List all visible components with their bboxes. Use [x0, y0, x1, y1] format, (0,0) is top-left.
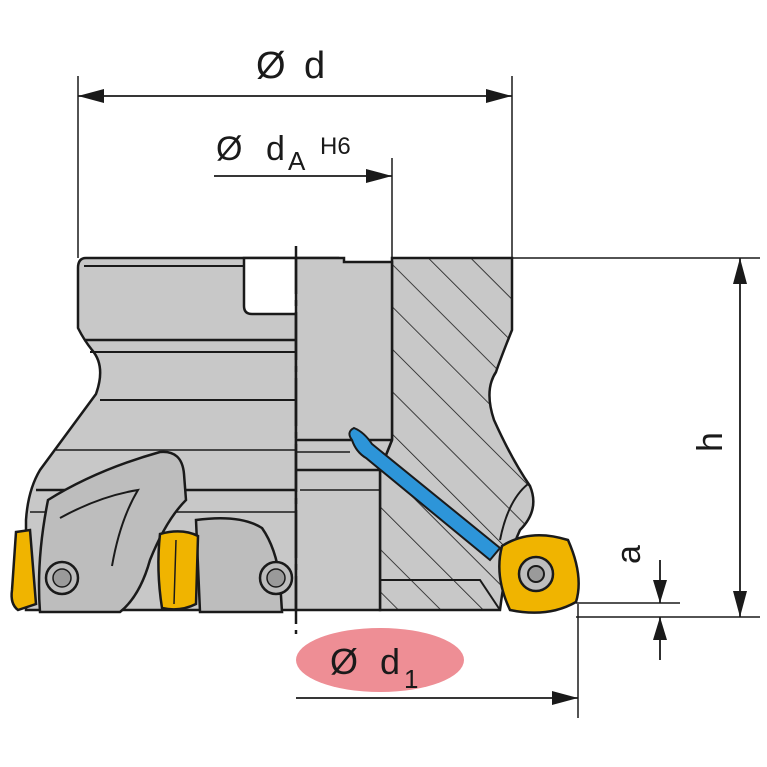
cutter-section [294, 256, 580, 614]
clamp-screw [52, 568, 72, 588]
label-subscript-A: A [288, 146, 306, 176]
highlight-ellipse [296, 628, 464, 692]
label-dia-symbol: Ø [216, 130, 242, 168]
cutting-insert-middle [157, 530, 200, 611]
label-subscript-1: 1 [404, 664, 418, 694]
clamp-screw [266, 568, 286, 588]
cutting-insert-left [10, 528, 38, 612]
dimension-step-a: a [576, 545, 680, 660]
label-h: h [689, 432, 730, 452]
dimension-diameter-d1: Ø d 1 [296, 604, 579, 718]
dimension-height-h: h [512, 257, 760, 618]
chip-pocket-edge [59, 488, 140, 567]
dimension-bore-dA: Ø d A H6 [214, 130, 393, 258]
torx-icon [527, 565, 545, 583]
seat-edge [499, 483, 529, 541]
label-dia-symbol: Ø [330, 641, 358, 682]
label-tolerance-H6: H6 [320, 133, 351, 160]
label-a: a [610, 545, 648, 564]
dimension-diameter-d: Ø d [77, 45, 513, 258]
label-d: d [380, 641, 400, 682]
insert-edge [173, 539, 177, 605]
coolant-channel [348, 426, 502, 562]
label-d: d [266, 130, 285, 168]
bore-chamfer [380, 579, 501, 611]
cutter-body-view [10, 256, 340, 614]
label-dia-symbol: Ø [256, 45, 286, 87]
label-d: d [304, 45, 325, 87]
center-bore [294, 256, 394, 612]
